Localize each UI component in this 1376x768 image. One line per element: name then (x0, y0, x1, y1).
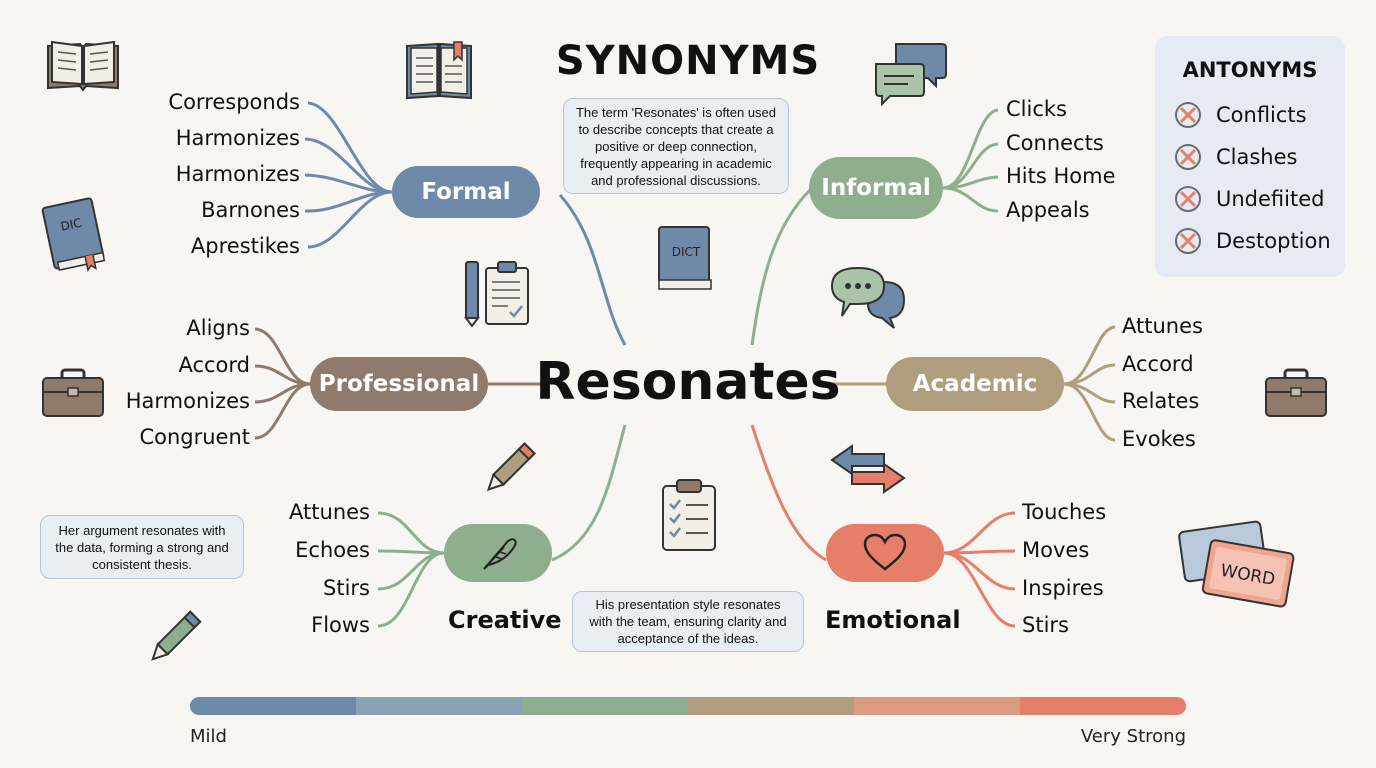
informal-word-3: Hits Home (1006, 164, 1116, 188)
intensity-scale-bar (190, 697, 1186, 715)
antonym-text: Undefiited (1216, 187, 1325, 211)
pencil-icon (486, 442, 536, 492)
clipboard-pencil-icon (464, 261, 529, 328)
scale-segment (190, 697, 356, 715)
antonym-item: Destoption (1174, 225, 1331, 257)
creative-word-3: Stirs (323, 576, 370, 600)
antonym-item: Conflicts (1174, 99, 1307, 131)
academic-word-4: Evokes (1122, 427, 1196, 451)
central-term: Resonates (535, 352, 841, 412)
antonym-item: Clashes (1174, 141, 1297, 173)
professional-word-1: Aligns (186, 316, 250, 340)
formal-word-2: Harmonizes (175, 126, 300, 150)
swap-arrows-icon (830, 444, 906, 494)
checklist-clipboard-icon (662, 479, 716, 551)
x-circle-icon (1175, 144, 1201, 170)
scale-segment (854, 697, 1020, 715)
note-top-text: The term 'Resonates' is often used to de… (575, 104, 777, 188)
scale-segment (1020, 697, 1186, 715)
page-title: SYNONYMS (555, 38, 821, 84)
category-emotional-label: Emotional (825, 606, 961, 634)
informal-connector (750, 188, 812, 346)
category-creative-label: Creative (448, 606, 562, 634)
category-creative-node (444, 524, 552, 582)
scale-max-label: Very Strong (1080, 726, 1186, 747)
category-academic: Academic (886, 357, 1064, 411)
creative-word-2: Echoes (295, 538, 370, 562)
category-academic-label: Academic (912, 371, 1038, 397)
informal-word-4: Appeals (1006, 198, 1090, 222)
dictionary-left-label: DIC (59, 216, 83, 234)
scale-min-label: Mild (190, 726, 227, 747)
emotional-word-2: Moves (1022, 538, 1090, 562)
scale-segment (356, 697, 522, 715)
academic-branches (1063, 325, 1116, 442)
formal-word-4: Barnones (201, 198, 300, 222)
scale-segment (688, 697, 854, 715)
open-book-icon (47, 40, 119, 92)
note-top: The term 'Resonates' is often used to de… (563, 98, 789, 194)
heart-icon (863, 533, 907, 571)
x-circle-icon (1175, 228, 1201, 254)
category-informal-label: Informal (821, 175, 931, 201)
professional-word-4: Congruent (139, 425, 250, 449)
open-book-bookmark-icon (406, 41, 472, 100)
informal-word-1: Clicks (1006, 97, 1067, 121)
emotional-word-1: Touches (1022, 500, 1107, 524)
creative-word-1: Attunes (289, 500, 370, 524)
dictionary-center-label: DICT (672, 245, 701, 259)
formal-word-3: Harmonizes (175, 162, 300, 186)
category-informal: Informal (809, 157, 943, 219)
chat-bubbles-icon (875, 43, 947, 106)
x-circle-icon (1175, 102, 1201, 128)
informal-word-2: Connects (1006, 131, 1104, 155)
professional-branches (254, 327, 311, 440)
informal-branches (942, 108, 999, 213)
antonym-item: Undefiited (1174, 183, 1324, 215)
note-bottom-text: His presentation style resonates with th… (589, 597, 787, 646)
category-professional: Professional (310, 357, 488, 411)
academic-word-1: Attunes (1122, 314, 1203, 338)
academic-word-3: Relates (1122, 389, 1200, 413)
academic-word-2: Accord (1122, 352, 1194, 376)
emotional-branches (943, 511, 1016, 628)
category-formal-label: Formal (421, 179, 511, 205)
formal-word-1: Corresponds (168, 90, 300, 114)
creative-connector (551, 424, 627, 562)
professional-word-3: Harmonizes (125, 389, 250, 413)
antonyms-title: ANTONYMS (1182, 58, 1318, 82)
antonym-text: Clashes (1216, 145, 1298, 169)
category-professional-label: Professional (318, 371, 480, 397)
x-circle-icon (1175, 186, 1201, 212)
dictionary-book-icon: DICT (658, 226, 712, 290)
formal-connector (558, 194, 627, 346)
word-cards-icon: WORD (1178, 520, 1295, 608)
scale-segment (522, 697, 688, 715)
antonym-text: Destoption (1216, 229, 1331, 253)
note-left-text: Her argument resonates with the data, fo… (55, 522, 229, 572)
category-emotional-node (826, 524, 944, 582)
note-left: Her argument resonates with the data, fo… (40, 515, 244, 579)
category-formal: Formal (392, 166, 540, 218)
creative-branches (377, 511, 445, 628)
creative-word-4: Flows (311, 613, 370, 637)
feather-icon (483, 538, 517, 570)
antonym-text: Conflicts (1216, 103, 1307, 127)
speech-bubbles-icon (830, 266, 906, 329)
briefcase-icon (1265, 368, 1327, 417)
formal-branches (304, 101, 393, 249)
pencil-icon (151, 610, 202, 661)
dictionary-book-icon: DIC (41, 197, 106, 273)
emotional-word-4: Stirs (1022, 613, 1069, 637)
note-bottom: His presentation style resonates with th… (572, 591, 804, 652)
formal-word-5: Aprestikes (190, 234, 300, 258)
emotional-connector (750, 424, 827, 562)
professional-word-2: Accord (178, 353, 250, 377)
emotional-word-3: Inspires (1022, 576, 1104, 600)
briefcase-icon (42, 368, 104, 417)
